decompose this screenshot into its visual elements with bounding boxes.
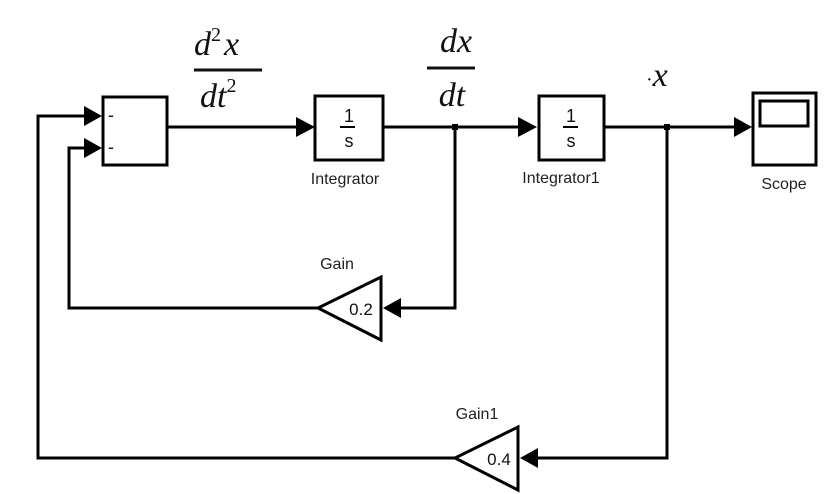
arrowhead-icon: [734, 117, 752, 137]
svg-text:dt2: dt2: [200, 75, 236, 115]
arrowhead-icon: [518, 117, 537, 137]
sum-block[interactable]: - -: [101, 95, 169, 167]
integrator-label[interactable]: Integrator: [311, 171, 380, 188]
signal-line-branch-to-gain[interactable]: [400, 127, 457, 310]
d2x-denominator-exponent: 2: [226, 75, 236, 97]
signal-line-branch-to-gain1[interactable]: [537, 127, 669, 460]
arrowhead-icon: [296, 117, 315, 137]
x-prefix-dot: ·: [646, 69, 653, 91]
d2x-numerator-var: x: [223, 26, 239, 63]
svg-text:·x: ·x: [646, 57, 668, 94]
d2x-numerator-d: d: [194, 26, 212, 63]
integrator-numerator: 1: [344, 106, 354, 126]
scope-screen-icon: [758, 99, 810, 128]
integrator1-numerator: 1: [566, 106, 576, 126]
integrator-block[interactable]: 1 s: [313, 94, 385, 162]
signal-label-position: ·x: [646, 57, 668, 94]
gain-value: 0.2: [349, 300, 373, 319]
gain-label[interactable]: Gain: [320, 256, 354, 273]
signal-line-gain1-to-sum[interactable]: [36, 114, 455, 460]
branch-point-dxdt: [452, 124, 458, 130]
sum-input-sign-2: -: [108, 137, 114, 157]
x-variable: x: [652, 57, 668, 94]
sum-input-sign-1: -: [108, 105, 114, 125]
branch-point-x: [664, 124, 670, 130]
signal-line-gain-to-sum[interactable]: [67, 146, 318, 310]
d2x-denominator-dt: dt: [200, 78, 228, 115]
dxdt-numerator: dx: [440, 23, 472, 60]
svg-text:d2x: d2x: [194, 24, 239, 63]
signal-label-first-derivative: dx dt: [427, 23, 475, 114]
arrowhead-icon: [383, 298, 401, 318]
dxdt-denominator: dt: [439, 77, 467, 114]
scope-block[interactable]: [751, 91, 818, 167]
gain1-value: 0.4: [487, 450, 511, 469]
integrator1-label[interactable]: Integrator1: [522, 170, 599, 187]
arrowhead-icon: [84, 106, 102, 126]
d2x-numerator-exponent: 2: [211, 24, 221, 46]
signal-label-second-derivative: d2x dt2: [194, 24, 262, 115]
arrowhead-icon: [520, 448, 538, 468]
arrowhead-icon: [84, 138, 102, 158]
integrator-denominator: s: [345, 131, 354, 151]
integrator1-denominator: s: [567, 131, 576, 151]
gain1-label[interactable]: Gain1: [456, 406, 499, 423]
scope-label[interactable]: Scope: [761, 176, 806, 193]
arrowheads: [84, 106, 752, 468]
gain-block[interactable]: 0.2: [314, 274, 383, 343]
gain1-block[interactable]: 0.4: [451, 424, 520, 493]
integrator1-block[interactable]: 1 s: [537, 94, 606, 162]
